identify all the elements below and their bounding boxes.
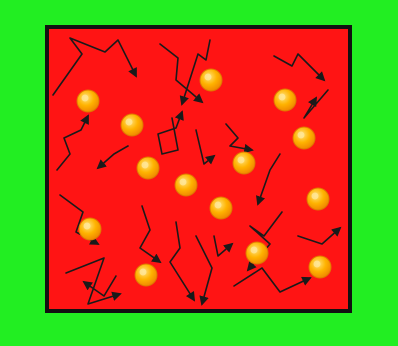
particle bbox=[137, 157, 159, 179]
particle bbox=[77, 90, 99, 112]
particle bbox=[307, 188, 329, 210]
particle-highlight bbox=[82, 95, 89, 102]
particle-highlight bbox=[84, 223, 91, 230]
particle-highlight bbox=[142, 162, 149, 169]
orange-sphere-icon bbox=[137, 157, 159, 179]
orange-sphere-icon bbox=[309, 256, 331, 278]
orange-sphere-icon bbox=[175, 174, 197, 196]
particle-highlight bbox=[312, 193, 319, 200]
orange-sphere-icon bbox=[77, 90, 99, 112]
particle-highlight bbox=[279, 94, 286, 101]
particle bbox=[175, 174, 197, 196]
particle-highlight bbox=[126, 119, 133, 126]
particle bbox=[293, 127, 315, 149]
particle bbox=[135, 264, 157, 286]
orange-sphere-icon bbox=[233, 152, 255, 174]
particle-highlight bbox=[215, 202, 222, 209]
orange-sphere-icon bbox=[135, 264, 157, 286]
particle-highlight bbox=[238, 157, 245, 164]
orange-sphere-icon bbox=[246, 242, 268, 264]
particle-highlight bbox=[205, 74, 212, 81]
particle bbox=[210, 197, 232, 219]
particle-highlight bbox=[180, 179, 187, 186]
particle bbox=[121, 114, 143, 136]
particle-highlight bbox=[140, 269, 147, 276]
orange-sphere-icon bbox=[79, 218, 101, 240]
container-box bbox=[47, 27, 350, 311]
orange-sphere-icon bbox=[200, 69, 222, 91]
orange-sphere-icon bbox=[121, 114, 143, 136]
particle bbox=[200, 69, 222, 91]
particle bbox=[246, 242, 268, 264]
particle bbox=[233, 152, 255, 174]
particle-highlight bbox=[251, 247, 258, 254]
particle bbox=[79, 218, 101, 240]
particle-highlight bbox=[314, 261, 321, 268]
particle-highlight bbox=[298, 132, 305, 139]
orange-sphere-icon bbox=[210, 197, 232, 219]
orange-sphere-icon bbox=[274, 89, 296, 111]
orange-sphere-icon bbox=[307, 188, 329, 210]
orange-sphere-icon bbox=[293, 127, 315, 149]
particle bbox=[274, 89, 296, 111]
particle bbox=[309, 256, 331, 278]
